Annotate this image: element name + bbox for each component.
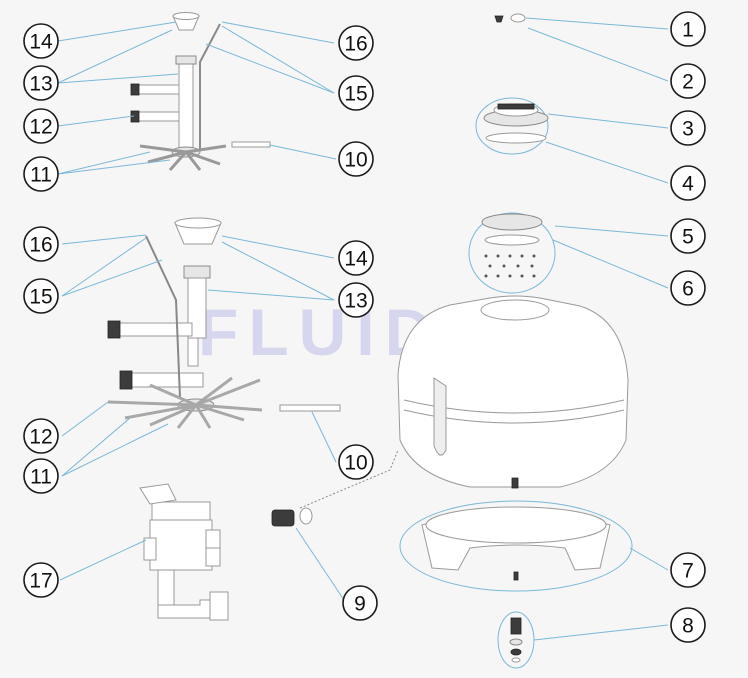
svg-text:5: 5 <box>682 226 694 249</box>
svg-text:1: 1 <box>682 19 694 42</box>
callout-8: 8 <box>670 607 706 643</box>
svg-text:10: 10 <box>344 149 367 172</box>
callout-14-top: 14 <box>23 23 59 59</box>
callout-10-top: 10 <box>338 141 374 177</box>
svg-text:17: 17 <box>29 570 52 593</box>
drain-bolt-set <box>497 611 535 669</box>
callout-11-top: 11 <box>23 156 59 192</box>
svg-text:16: 16 <box>29 234 52 257</box>
svg-text:13: 13 <box>344 290 367 313</box>
callout-16-top: 16 <box>338 25 374 61</box>
filter-base <box>399 500 633 592</box>
svg-text:6: 6 <box>682 278 694 301</box>
callout-17: 17 <box>23 562 59 598</box>
callout-6: 6 <box>670 270 706 306</box>
filter-lid <box>475 97 549 155</box>
multiport-valve <box>139 483 229 621</box>
svg-text:13: 13 <box>29 73 52 96</box>
svg-text:15: 15 <box>29 286 52 309</box>
callout-3: 3 <box>670 110 706 146</box>
callout-13-bottom: 13 <box>338 282 374 318</box>
callout-15-top: 15 <box>338 75 374 111</box>
svg-text:11: 11 <box>30 164 52 187</box>
lateral-pipe-large <box>279 404 341 412</box>
lateral-assembly-small <box>130 12 271 171</box>
callout-16-bottom: 16 <box>23 226 59 262</box>
callout-9: 9 <box>342 585 378 621</box>
callout-5: 5 <box>670 218 706 254</box>
callout-14-bottom: 14 <box>338 240 374 276</box>
screws-and-nuts <box>494 13 526 23</box>
svg-text:15: 15 <box>344 83 367 106</box>
callout-12-top: 12 <box>23 108 59 144</box>
svg-text:11: 11 <box>30 466 52 489</box>
svg-text:4: 4 <box>682 173 694 196</box>
callout-12-bottom: 12 <box>23 418 59 454</box>
svg-text:12: 12 <box>29 116 52 139</box>
svg-text:2: 2 <box>682 71 694 94</box>
lateral-pipe-small <box>231 141 271 148</box>
svg-text:10: 10 <box>344 452 367 475</box>
callout-1: 1 <box>670 11 706 47</box>
filter-tank <box>397 295 629 489</box>
lid-flange <box>468 212 556 294</box>
callout-4: 4 <box>670 165 706 201</box>
svg-text:9: 9 <box>354 593 366 616</box>
lateral-assembly-large <box>107 217 341 429</box>
callout-7: 7 <box>670 552 706 588</box>
svg-text:7: 7 <box>682 560 694 583</box>
svg-text:3: 3 <box>682 118 694 141</box>
drain-fitting <box>271 449 399 527</box>
callout-13-top: 13 <box>23 65 59 101</box>
callout-10-bottom: 10 <box>338 444 374 480</box>
svg-text:14: 14 <box>344 248 368 271</box>
svg-text:16: 16 <box>344 33 367 56</box>
svg-text:8: 8 <box>682 615 694 638</box>
svg-text:12: 12 <box>29 426 52 449</box>
callout-11-bottom: 11 <box>23 458 59 494</box>
callout-15-bottom: 15 <box>23 278 59 314</box>
callout-2: 2 <box>670 63 706 99</box>
svg-text:14: 14 <box>29 31 53 54</box>
leader-lines <box>57 17 669 641</box>
